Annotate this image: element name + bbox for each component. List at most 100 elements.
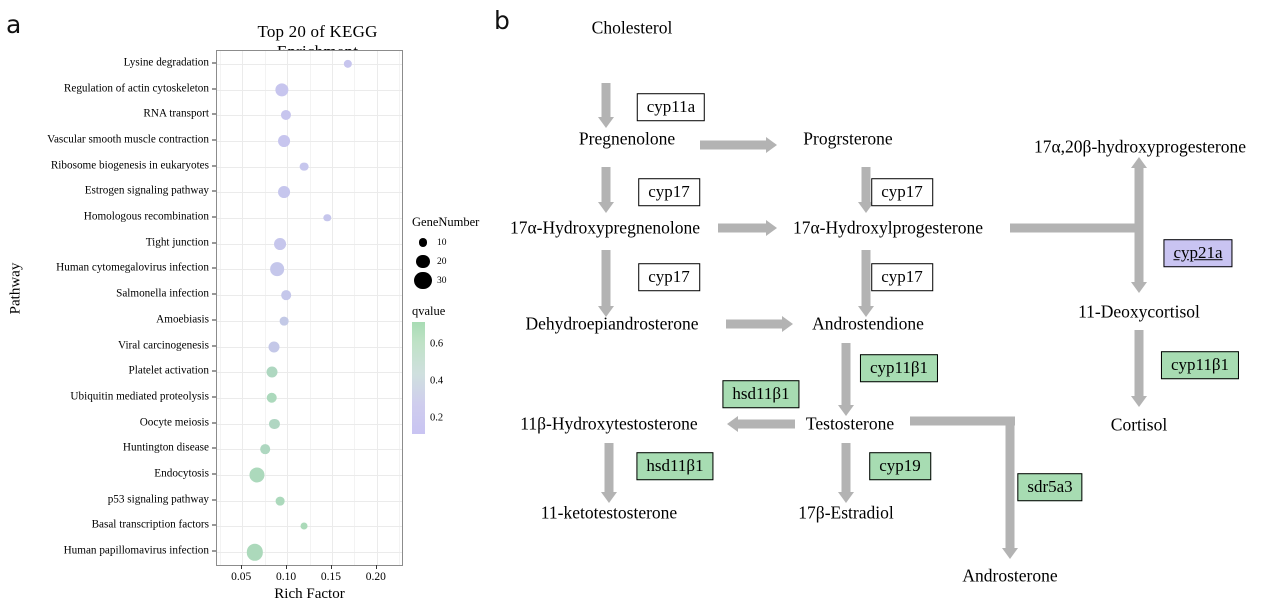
enzyme-box-cyp19[interactable]: cyp19 <box>869 452 931 480</box>
x-axis-label: Rich Factor <box>274 586 345 602</box>
legend-size-item: 30 <box>412 271 500 290</box>
y-tick-label-viral-carcinogenesis: Viral carcinogenesis <box>118 338 209 351</box>
legend-size-dot <box>414 271 432 290</box>
arrow-pregnenolone-to-progesterone <box>700 140 766 150</box>
y-tick-label-endocytosis: Endocytosis <box>154 467 209 480</box>
data-point <box>266 392 278 404</box>
panel-a-kegg-dotplot: a Top 20 of KEGG Enrichment Pathway Rich… <box>0 0 500 612</box>
y-tick-mark <box>212 267 216 269</box>
node-11b-hydroxytestosterone: 11β-Hydroxytestosterone <box>520 413 698 434</box>
arrowhead-right <box>782 316 793 332</box>
panel-b-letter: b <box>494 6 510 35</box>
data-point <box>248 467 265 483</box>
y-tick-label-regulation-of-actin-cytoskeleton: Regulation of actin cytoskeleton <box>63 81 209 94</box>
enzyme-box-sdr5a3[interactable]: sdr5a3 <box>1017 473 1083 501</box>
gridline-horizontal <box>217 166 402 168</box>
x-tick-label: 0.20 <box>365 571 386 583</box>
y-tick-mark <box>212 345 216 347</box>
enzyme-box-cyp11a[interactable]: cyp11a <box>636 93 706 121</box>
y-tick-mark <box>212 550 216 552</box>
enzyme-box-cyp11b1-testosterone[interactable]: cyp11β1 <box>859 354 939 382</box>
y-tick-mark <box>212 190 216 192</box>
y-tick-mark <box>212 422 216 424</box>
data-point <box>269 418 280 429</box>
arrowhead-down <box>858 306 874 317</box>
gridline-vertical-minor <box>309 51 311 565</box>
y-axis-label: Pathway <box>7 262 24 315</box>
data-point <box>343 59 353 68</box>
y-tick-mark <box>212 62 216 64</box>
enzyme-box-cyp11b1-cortisol[interactable]: cyp11β1 <box>1160 351 1240 379</box>
y-tick-label-basal-transcription-factors: Basal transcription factors <box>91 518 209 531</box>
x-tick-mark <box>375 565 377 569</box>
y-tick-label-rna-transport: RNA transport <box>143 107 209 120</box>
y-tick-mark <box>212 165 216 167</box>
arrowhead-up <box>1131 157 1147 168</box>
x-tick-mark <box>241 565 243 569</box>
enzyme-label: cyp17 <box>881 182 923 202</box>
enzyme-box-hsd11b1-ketotestosterone[interactable]: hsd11β1 <box>636 452 714 480</box>
plot-area <box>216 50 403 566</box>
y-tick-mark <box>212 88 216 90</box>
arrow-pregnenolone-to-hydroxypregnenolone <box>601 167 611 202</box>
data-point <box>270 262 284 277</box>
arrow-hydroxypregnenolone-to-hydroxylprogesterone <box>718 223 766 233</box>
enzyme-label: hsd11β1 <box>732 384 790 404</box>
arrowhead-down <box>1131 282 1147 293</box>
gridline-horizontal <box>217 552 402 554</box>
gridline-vertical-minor <box>264 51 266 565</box>
x-tick-label: 0.05 <box>231 571 252 583</box>
y-tick-label-estrogen-signaling-pathway: Estrogen signaling pathway <box>84 184 209 197</box>
arrowhead-down <box>1131 396 1147 407</box>
data-point <box>278 134 291 147</box>
y-tick-label-ribosome-biogenesis-in-eukaryotes: Ribosome biogenesis in eukaryotes <box>50 159 209 172</box>
data-point <box>323 214 332 222</box>
enzyme-box-cyp17-hydroxylprogesterone[interactable]: cyp17 <box>871 263 933 291</box>
y-tick-label-salmonella-infection: Salmonella infection <box>116 287 209 300</box>
arrow-testosterone-to-estradiol <box>841 443 851 492</box>
panel-a-letter: a <box>6 10 22 39</box>
gridline-vertical-minor <box>354 51 356 565</box>
y-tick-label-homologous-recombination: Homologous recombination <box>83 210 209 223</box>
gridline-vertical <box>287 51 289 565</box>
y-tick-mark <box>212 293 216 295</box>
arrow-androstendione-to-testosterone <box>841 343 851 405</box>
data-point <box>278 186 291 199</box>
data-point <box>281 290 291 300</box>
x-tick-label: 0.10 <box>275 571 297 583</box>
y-tick-label-platelet-activation: Platelet activation <box>128 364 209 377</box>
enzyme-box-cyp21a[interactable]: cyp21a <box>1163 239 1233 267</box>
arrow-progesterone-to-hydroxylprogesterone <box>861 167 871 202</box>
enzyme-label: cyp17 <box>648 267 690 287</box>
gridline-horizontal <box>217 423 402 425</box>
data-point <box>300 522 308 530</box>
data-point <box>268 341 280 353</box>
arrow-hydroxypregnenolone-to-dhea <box>601 250 611 306</box>
enzyme-label: cyp17 <box>648 182 690 202</box>
gridline-horizontal <box>217 372 402 374</box>
y-tick-label-lysine-degradation: Lysine degradation <box>123 56 209 69</box>
panel-b-steroidogenesis-diagram: b Cholesterol Pregnenolone Progrsterone <box>490 0 1262 612</box>
y-tick-label-huntington-disease: Huntington disease <box>122 441 209 454</box>
data-point <box>299 162 309 172</box>
y-tick-mark <box>212 242 216 244</box>
node-11-ketotestosterone: 11-ketotestosterone <box>540 502 678 523</box>
y-tick-label-ubiquitin-mediated-proteolysis: Ubiquitin mediated proteolysis <box>70 390 209 403</box>
node-17a-hydroxylprogesterone: 17α-Hydroxylprogesterone <box>793 217 983 238</box>
legend-color-title: qvalue <box>412 304 446 318</box>
enzyme-box-cyp17-progesterone[interactable]: cyp17 <box>871 178 933 206</box>
arrow-hydroxytestosterone-to-ketotestosterone <box>604 443 614 492</box>
gridline-horizontal <box>217 269 402 271</box>
gridline-horizontal <box>217 192 402 194</box>
enzyme-label: cyp17 <box>881 267 923 287</box>
gridline-horizontal <box>217 89 402 91</box>
enzyme-box-hsd11b1-hydroxytestosterone[interactable]: hsd11β1 <box>722 380 800 408</box>
legend-size-label: 30 <box>437 275 447 286</box>
node-pregnenolone: Pregnenolone <box>578 128 676 149</box>
enzyme-box-cyp17-pregnenolone[interactable]: cyp17 <box>638 178 700 206</box>
enzyme-box-cyp17-hydroxypregnenolone[interactable]: cyp17 <box>638 263 700 291</box>
arrowhead-left <box>727 416 738 432</box>
node-17a-hydroxypregnenolone: 17α-Hydroxypregnenolone <box>510 217 700 238</box>
